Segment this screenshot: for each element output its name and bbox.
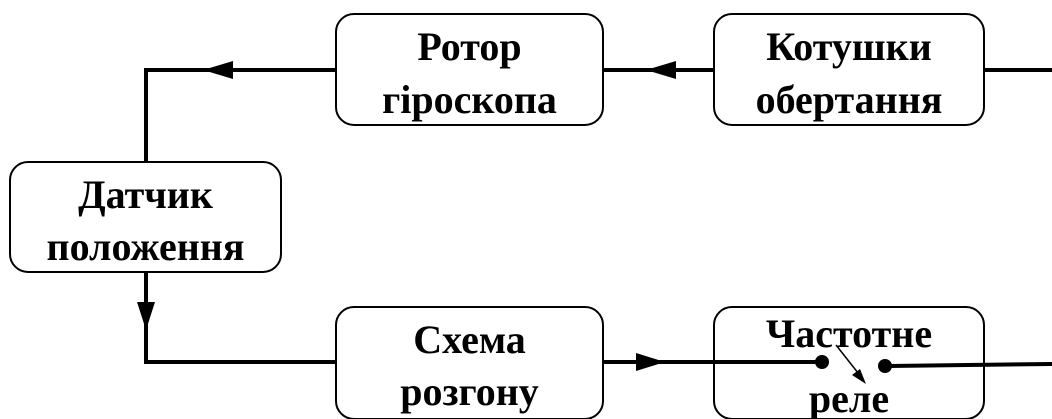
arrow-sensor-to-accel [137, 302, 155, 330]
relay-contact-left [815, 355, 829, 369]
block-sensor-frame [9, 161, 282, 273]
block-accel-line2: розгону [400, 369, 539, 414]
block-accel-frame [335, 306, 604, 419]
block-accel: Схема розгону [335, 306, 604, 419]
arrow-rotor-to-sensor [203, 61, 233, 79]
line-rotor-to-sensor [144, 68, 336, 162]
block-coils: Котушки обертання [713, 13, 985, 126]
block-relay-line2: реле [809, 376, 889, 419]
block-rotor-frame [335, 13, 604, 126]
block-coils-line2: обертання [756, 77, 943, 122]
block-relay-line1: Частотне [766, 311, 932, 356]
block-coils-frame [713, 13, 985, 126]
arrow-coils-to-rotor [646, 61, 676, 79]
relay-output-wire [884, 362, 1052, 368]
relay-switch-contact [714, 344, 1052, 384]
block-rotor: Ротор гіроскопа [335, 13, 604, 126]
block-coils-line1: Котушки [766, 24, 931, 69]
arrow-accel-to-relay [636, 353, 665, 371]
block-sensor-line2: положення [47, 224, 245, 269]
relay-switch-arrow-head [852, 369, 866, 384]
block-sensor: Датчик положення [9, 161, 282, 273]
block-rotor-line1: Ротор [417, 24, 521, 69]
block-rotor-line2: гіроскопа [382, 77, 557, 122]
connections [137, 61, 1052, 371]
block-accel-line1: Схема [413, 317, 526, 362]
line-sensor-to-accel [144, 272, 336, 364]
block-sensor-line1: Датчик [78, 172, 213, 217]
